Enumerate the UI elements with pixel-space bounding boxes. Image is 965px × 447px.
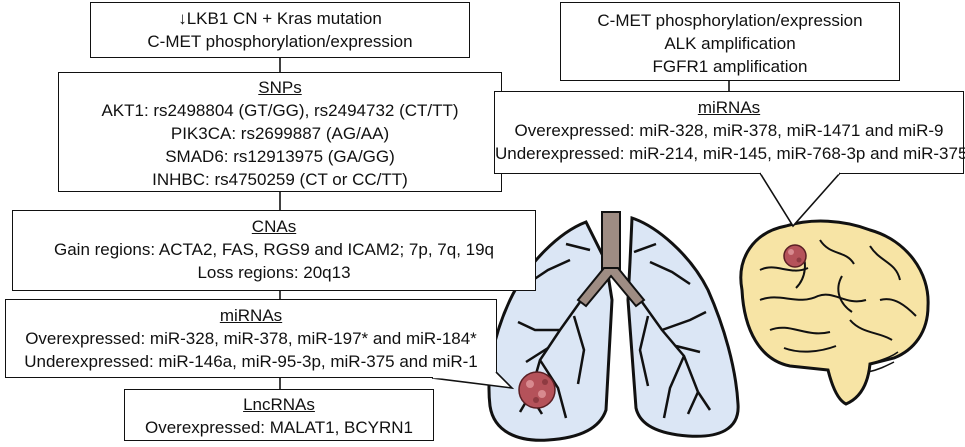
brain-drivers-box: C-MET phosphorylation/expression ALK amp… [560,2,900,81]
box-line: ↓LKB1 CN + Kras mutation [178,9,382,28]
box-line: Overexpressed: MALAT1, BCYRN1 [145,418,413,437]
box-line: Underexpressed: miR-146a, miR-95-3p, miR… [24,352,478,371]
mirnas-header: miRNAs [219,306,283,325]
lung-tumor [518,371,556,409]
lncrnas-box: LncRNAs Overexpressed: MALAT1, BCYRN1 [124,389,434,441]
cnas-box: CNAs Gain regions: ACTA2, FAS, RGS9 and … [12,210,536,291]
box-line: INHBC: rs4750259 (CT or CC/TT) [152,170,408,189]
brain-mirnas-header: miRNAs [697,98,761,117]
snps-box: SNPs AKT1: rs2498804 (GT/GG), rs2494732 … [58,72,502,192]
snps-header: SNPs [258,78,302,97]
box-line: Gain regions: ACTA2, FAS, RGS9 and ICAM2… [53,240,495,259]
box-line: Loss regions: 20q13 [197,263,351,282]
lncrnas-header: LncRNAs [243,395,315,414]
box-line: Overexpressed: miR-328, miR-378, miR-147… [514,121,944,140]
box-line: SMAD6: rs12913975 (GA/GG) [165,147,395,166]
cnas-header: CNAs [251,217,297,236]
box-line: FGFR1 amplification [652,57,808,76]
box-line: ALK amplification [664,34,796,53]
box-line: Underexpressed: miR-214, miR-145, miR-76… [495,144,965,163]
box-line: Overexpressed: miR-328, miR-378, miR-197… [25,329,477,348]
brain-tumor [783,244,807,268]
box-line: C-MET phosphorylation/expression [147,32,413,51]
box-line: PIK3CA: rs2699887 (AG/AA) [170,124,390,143]
lungs-illustration [487,211,740,442]
mirnas-box: miRNAs Overexpressed: miR-328, miR-378, … [5,299,497,378]
box-line: C-MET phosphorylation/expression [597,11,863,30]
lkb1-kras-box: ↓LKB1 CN + Kras mutation C-MET phosphory… [90,2,470,58]
box-line: AKT1: rs2498804 (GT/GG), rs2494732 (CT/T… [101,101,459,120]
brain-mirnas-box: miRNAs Overexpressed: miR-328, miR-378, … [494,91,965,174]
